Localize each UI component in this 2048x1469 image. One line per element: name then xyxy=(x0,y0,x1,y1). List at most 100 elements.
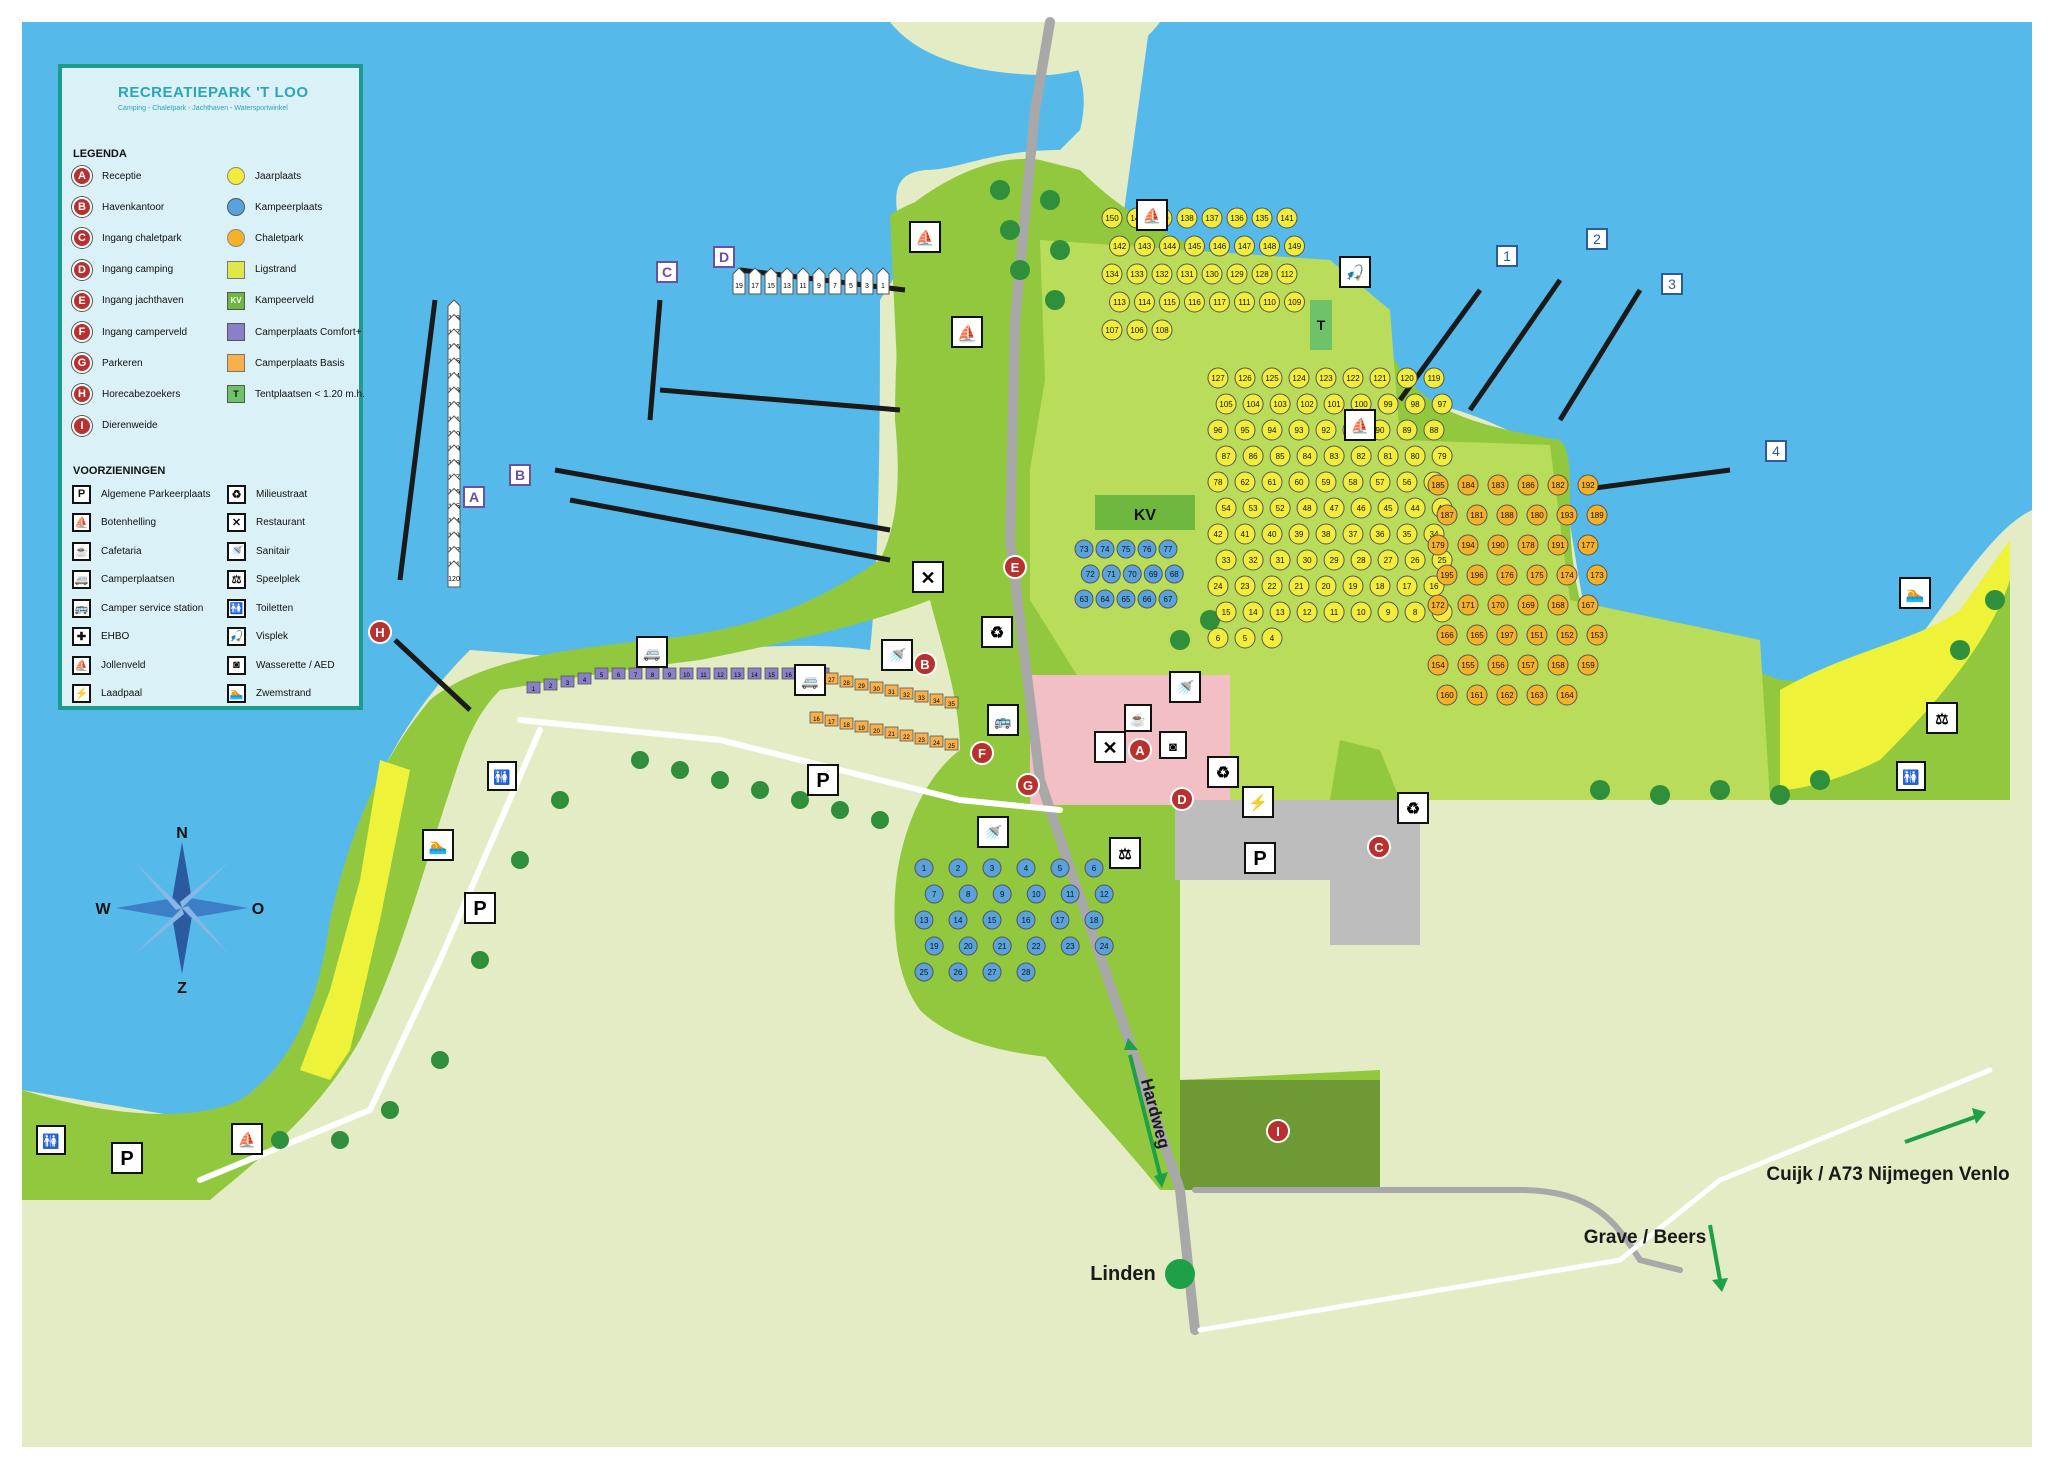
kampeerplaats-pitch[interactable]: 7 xyxy=(924,884,944,904)
chalet-pitch[interactable]: 168 xyxy=(1547,594,1569,616)
jaarplaats-pitch[interactable]: 108 xyxy=(1151,319,1173,341)
chalet-pitch[interactable]: 197 xyxy=(1496,624,1518,646)
camperplaats-basis[interactable]: 24 xyxy=(929,735,944,748)
chalet-pitch[interactable]: 162 xyxy=(1496,684,1518,706)
jaarplaats-pitch[interactable]: 89 xyxy=(1396,419,1418,441)
kampeerplaats-pitch[interactable]: 66 xyxy=(1137,589,1157,609)
chalet-pitch[interactable]: 151 xyxy=(1526,624,1548,646)
chalet-pitch[interactable]: 171 xyxy=(1457,594,1479,616)
kampeerplaats-pitch[interactable]: 20 xyxy=(958,936,978,956)
jaarplaats-pitch[interactable]: 60 xyxy=(1288,471,1310,493)
jaarplaats-pitch[interactable]: 29 xyxy=(1323,549,1345,571)
chalet-pitch[interactable]: 175 xyxy=(1526,564,1548,586)
berth-d[interactable]: 5 xyxy=(844,267,858,295)
jaarplaats-pitch[interactable]: 121 xyxy=(1369,367,1391,389)
chalet-pitch[interactable]: 188 xyxy=(1496,504,1518,526)
chalet-pitch[interactable]: 178 xyxy=(1517,534,1539,556)
camperplaats-comfort[interactable]: 12 xyxy=(713,667,728,680)
jaarplaats-pitch[interactable]: 146 xyxy=(1209,235,1230,257)
marker-a[interactable]: A xyxy=(1128,738,1152,762)
jaarplaats-pitch[interactable]: 23 xyxy=(1234,575,1256,597)
chalet-pitch[interactable]: 194 xyxy=(1457,534,1479,556)
camperplaats-basis[interactable]: 35 xyxy=(944,696,959,709)
kampeerplaats-pitch[interactable]: 12 xyxy=(1094,884,1114,904)
jaarplaats-pitch[interactable]: 79 xyxy=(1431,445,1453,467)
kampeerplaats-pitch[interactable]: 16 xyxy=(1016,910,1036,930)
kampeerplaats-pitch[interactable]: 73 xyxy=(1074,539,1094,559)
jaarplaats-pitch[interactable]: 120 xyxy=(1396,367,1418,389)
jaarplaats-pitch[interactable]: 93 xyxy=(1288,419,1310,441)
berth-d[interactable]: 3 xyxy=(860,267,874,295)
swimming-icon[interactable]: 🏊 xyxy=(1899,577,1931,609)
jaarplaats-pitch[interactable]: 15 xyxy=(1215,601,1237,623)
kampeerplaats-pitch[interactable]: 18 xyxy=(1084,910,1104,930)
camperplaats-comfort[interactable]: 16 xyxy=(781,667,796,680)
jaarplaats-pitch[interactable]: 123 xyxy=(1315,367,1337,389)
jaarplaats-pitch[interactable]: 39 xyxy=(1288,523,1310,545)
jaarplaats-pitch[interactable]: 117 xyxy=(1209,291,1230,313)
chalet-pitch[interactable]: 184 xyxy=(1457,474,1479,496)
toilet-icon[interactable]: 🚻 xyxy=(487,761,517,791)
jaarplaats-pitch[interactable]: 82 xyxy=(1350,445,1372,467)
jaarplaats-pitch[interactable]: 125 xyxy=(1261,367,1283,389)
jaarplaats-pitch[interactable]: 144 xyxy=(1159,235,1180,257)
jaarplaats-pitch[interactable]: 133 xyxy=(1126,263,1148,285)
chalet-pitch[interactable]: 169 xyxy=(1517,594,1539,616)
jaarplaats-pitch[interactable]: 17 xyxy=(1396,575,1418,597)
camperplaats-basis[interactable]: 32 xyxy=(899,687,914,700)
chalet-pitch[interactable]: 155 xyxy=(1457,654,1479,676)
restaurant-icon[interactable]: ✕ xyxy=(912,561,944,593)
jaarplaats-pitch[interactable]: 98 xyxy=(1404,393,1426,415)
jaarplaats-pitch[interactable]: 134 xyxy=(1101,263,1123,285)
jaarplaats-pitch[interactable]: 52 xyxy=(1269,497,1291,519)
berth-d[interactable]: 13 xyxy=(780,267,794,295)
jaarplaats-pitch[interactable]: 78 xyxy=(1207,471,1229,493)
jaarplaats-pitch[interactable]: 107 xyxy=(1101,319,1123,341)
chalet-pitch[interactable]: 156 xyxy=(1487,654,1509,676)
camperplaats-comfort[interactable]: 11 xyxy=(696,667,711,680)
chalet-pitch[interactable]: 177 xyxy=(1577,534,1599,556)
camperplaats-basis[interactable]: 25 xyxy=(944,738,959,751)
boat-ramp-icon[interactable]: ⛵ xyxy=(1344,409,1376,441)
camperplaats-basis[interactable]: 23 xyxy=(914,732,929,745)
jaarplaats-pitch[interactable]: 101 xyxy=(1323,393,1345,415)
marker-c[interactable]: C xyxy=(1367,835,1391,859)
chalet-pitch[interactable]: 185 xyxy=(1427,474,1449,496)
jaarplaats-pitch[interactable]: 88 xyxy=(1423,419,1445,441)
jaarplaats-pitch[interactable]: 104 xyxy=(1242,393,1264,415)
jaarplaats-pitch[interactable]: 149 xyxy=(1284,235,1305,257)
jaarplaats-pitch[interactable]: 94 xyxy=(1261,419,1283,441)
jaarplaats-pitch[interactable]: 31 xyxy=(1269,549,1291,571)
camperplaats-comfort[interactable]: 13 xyxy=(730,667,745,680)
jaarplaats-pitch[interactable]: 113 xyxy=(1109,291,1130,313)
jaarplaats-pitch[interactable]: 95 xyxy=(1234,419,1256,441)
camperplaats-basis[interactable]: 18 xyxy=(839,717,854,730)
berth-d[interactable]: 15 xyxy=(764,267,778,295)
camperplaats-basis[interactable]: 22 xyxy=(899,729,914,742)
berth-d[interactable]: 9 xyxy=(812,267,826,295)
camperplaats-basis[interactable]: 33 xyxy=(914,690,929,703)
jaarplaats-pitch[interactable]: 27 xyxy=(1377,549,1399,571)
chalet-pitch[interactable]: 187 xyxy=(1436,504,1458,526)
jaarplaats-pitch[interactable]: 138 xyxy=(1176,207,1198,229)
camperplaats-comfort[interactable]: 6 xyxy=(611,667,626,680)
kampeerplaats-pitch[interactable]: 26 xyxy=(948,962,968,982)
jaarplaats-pitch[interactable]: 109 xyxy=(1284,291,1305,313)
jaarplaats-pitch[interactable]: 143 xyxy=(1134,235,1155,257)
kampeerplaats-pitch[interactable]: 70 xyxy=(1122,564,1142,584)
jaarplaats-pitch[interactable]: 62 xyxy=(1234,471,1256,493)
chalet-pitch[interactable]: 193 xyxy=(1556,504,1578,526)
kampeerplaats-pitch[interactable]: 5 xyxy=(1050,858,1070,878)
chalet-pitch[interactable]: 154 xyxy=(1427,654,1449,676)
toilet-icon[interactable]: 🚻 xyxy=(36,1125,66,1155)
jaarplaats-pitch[interactable]: 85 xyxy=(1269,445,1291,467)
fishing-icon[interactable]: 🎣 xyxy=(1339,256,1371,288)
jaarplaats-pitch[interactable]: 141 xyxy=(1276,207,1298,229)
kampeerplaats-pitch[interactable]: 17 xyxy=(1050,910,1070,930)
jaarplaats-pitch[interactable]: 128 xyxy=(1251,263,1273,285)
cafetaria-icon[interactable]: ☕ xyxy=(1124,704,1152,732)
kampeerplaats-pitch[interactable]: 68 xyxy=(1164,564,1184,584)
chalet-pitch[interactable]: 192 xyxy=(1577,474,1599,496)
jaarplaats-pitch[interactable]: 124 xyxy=(1288,367,1310,389)
jaarplaats-pitch[interactable]: 103 xyxy=(1269,393,1291,415)
